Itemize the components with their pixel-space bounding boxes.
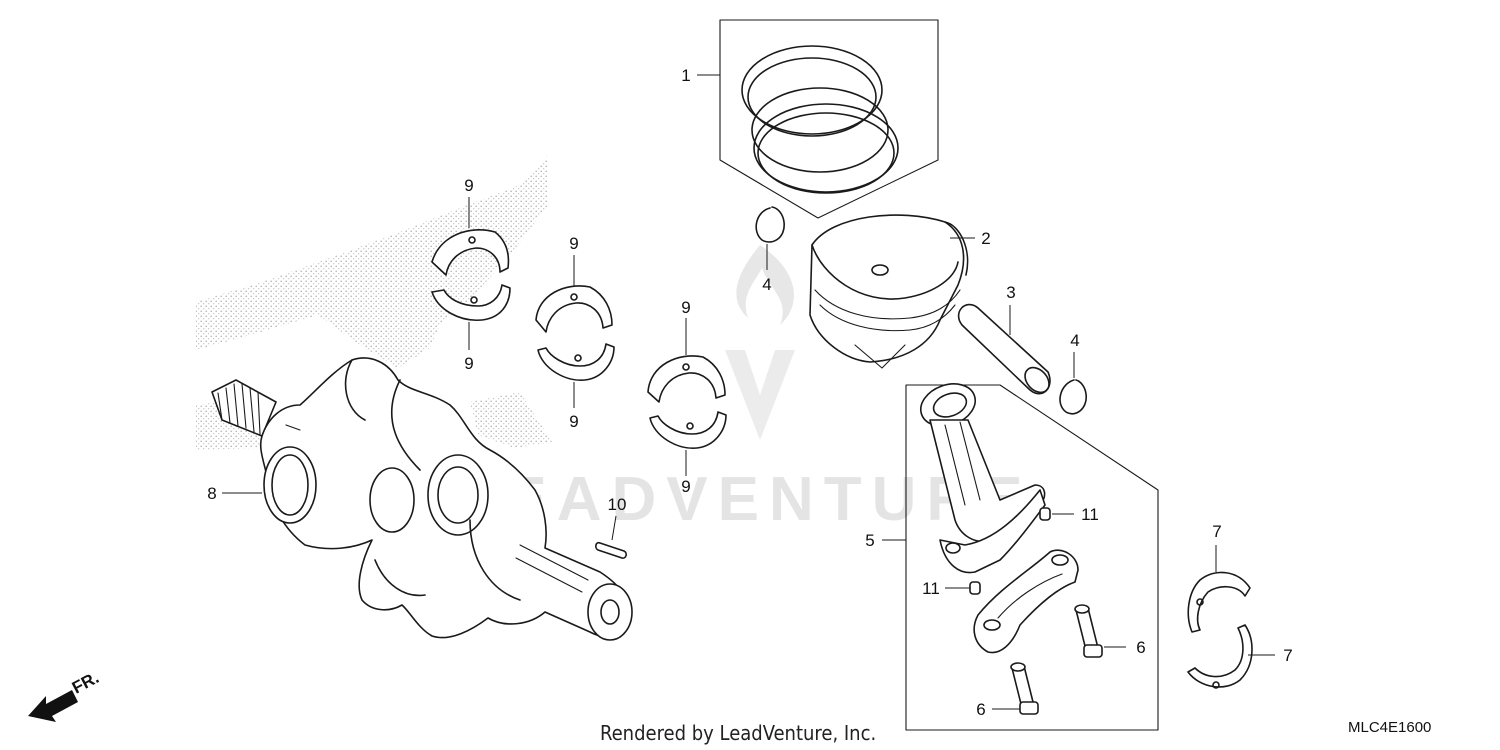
callout-main-bearing-1-bottom: 9 [464, 354, 473, 373]
rod-bolt-lower[interactable] [1010, 662, 1039, 715]
callout-connecting-rod: 5 [865, 531, 874, 550]
front-direction-indicator: FR. [28, 668, 102, 722]
callout-main-bearing-3-bottom: 9 [681, 477, 690, 496]
callout-rod-bearing-upper: 7 [1212, 522, 1221, 541]
callout-dowel-pin-lower: 11 [922, 579, 940, 598]
callout-main-bearing-1-top: 9 [464, 176, 473, 195]
woodruff-key[interactable] [595, 541, 627, 559]
connecting-rod[interactable] [905, 377, 1159, 731]
front-arrow-icon [28, 690, 78, 722]
front-label: FR. [69, 668, 102, 698]
dowel-pin-lower[interactable] [969, 581, 981, 595]
callout-piston-pin: 3 [1006, 283, 1015, 302]
callout-labels: 1 2 3 4 4 5 6 6 7 7 8 9 9 9 9 9 9 10 11 … [207, 66, 1292, 719]
case-shading [196, 155, 552, 450]
dowel-pin-upper[interactable] [1039, 507, 1051, 521]
callout-rod-bearing-lower: 7 [1283, 646, 1292, 665]
callout-pin-clip-left: 4 [762, 275, 771, 294]
rod-cap[interactable] [973, 549, 1079, 654]
callout-pin-clip-right: 4 [1070, 331, 1079, 350]
diagram-code: MLC4E1600 [1348, 719, 1431, 736]
main-bearing-2[interactable] [535, 285, 615, 381]
watermark-text: LEADVENTURE [457, 465, 1032, 534]
callout-piston: 2 [981, 229, 990, 248]
callout-piston-ring-set: 1 [681, 66, 690, 85]
rod-bolt-upper[interactable] [1074, 604, 1103, 658]
leadventure-flame-logo [725, 245, 795, 440]
pin-clip-left[interactable] [755, 206, 785, 243]
pin-clip-right[interactable] [1059, 379, 1087, 415]
callout-main-bearing-2-bottom: 9 [569, 412, 578, 431]
callout-woodruff-key: 10 [608, 495, 627, 514]
crankshaft[interactable] [211, 357, 633, 641]
rod-bearing-lower[interactable] [1187, 624, 1253, 689]
piston[interactable] [809, 214, 969, 369]
rendered-by-credit: Rendered by LeadVenture, Inc. [600, 721, 876, 745]
callout-crankshaft: 8 [207, 484, 216, 503]
piston-pin[interactable] [957, 303, 1054, 397]
callout-rod-bolt-lower: 6 [976, 700, 985, 719]
watermark: LEADVENTURE [457, 245, 1032, 534]
callout-lines [222, 74, 1275, 710]
callout-main-bearing-2-top: 9 [569, 234, 578, 253]
piston-ring-set[interactable] [719, 19, 939, 219]
callout-dowel-pin-upper: 11 [1081, 505, 1099, 524]
main-bearing-3[interactable] [647, 355, 727, 449]
rod-bearing-upper[interactable] [1187, 571, 1251, 633]
callout-rod-bolt-upper: 6 [1136, 638, 1145, 657]
callout-main-bearing-3-top: 9 [681, 298, 690, 317]
main-bearing-1[interactable] [431, 229, 511, 321]
